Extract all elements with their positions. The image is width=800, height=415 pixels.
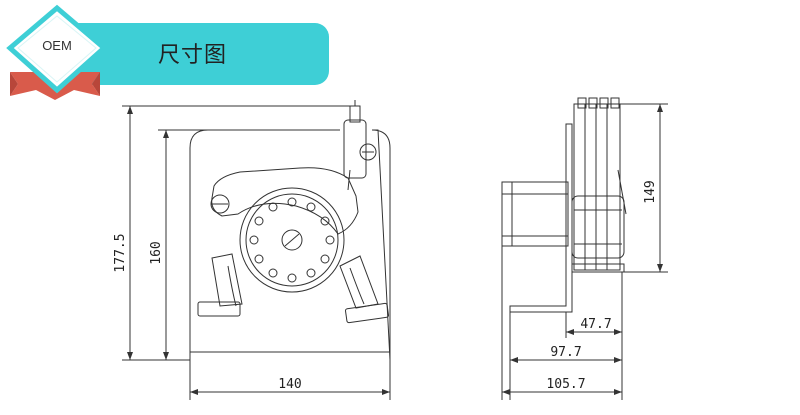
badge-label: OEM xyxy=(42,38,72,53)
tension-knob xyxy=(359,143,377,161)
rotor-rollers xyxy=(249,197,335,283)
label-front-plate-height: 160 xyxy=(149,241,164,264)
dim-front-width xyxy=(189,360,391,400)
tension-screw-housing xyxy=(343,119,367,179)
side-pump-head xyxy=(573,103,621,271)
page-title: 尺寸图 xyxy=(158,43,228,68)
tube-clip-right xyxy=(344,302,390,324)
dim-side-offset-small xyxy=(565,272,623,338)
tube-guide-left xyxy=(211,253,243,307)
rotor-outer xyxy=(239,187,345,293)
side-bracket xyxy=(509,123,573,313)
dimension-arrows xyxy=(127,104,663,395)
label-front-overall-height: 177.5 xyxy=(113,233,128,272)
oem-badge-icon xyxy=(6,4,108,100)
side-motor xyxy=(501,181,569,247)
side-rotor-housing xyxy=(571,195,625,259)
tube-guide-right xyxy=(339,255,379,309)
oem-badge: OEM xyxy=(0,0,110,110)
dim-front-overall-height xyxy=(122,105,352,361)
label-side-offset-mid: 97.7 xyxy=(550,345,581,360)
label-side-overall-depth: 105.7 xyxy=(546,377,585,392)
tube-clip-left xyxy=(197,301,241,317)
rotor-inner xyxy=(245,193,339,287)
front-view xyxy=(189,100,391,361)
dim-front-plate-height xyxy=(158,129,210,360)
front-plate-outline xyxy=(189,129,391,361)
arm-screw-left xyxy=(210,194,230,214)
label-front-width: 140 xyxy=(278,377,301,392)
clamp-arm xyxy=(211,167,359,235)
side-view xyxy=(501,97,627,313)
dim-side-overall-depth xyxy=(501,246,623,400)
label-side-offset-small: 47.7 xyxy=(580,317,611,332)
rotor-hub xyxy=(281,229,303,251)
dim-side-offset-mid xyxy=(509,312,623,400)
label-side-height: 149 xyxy=(643,180,658,203)
